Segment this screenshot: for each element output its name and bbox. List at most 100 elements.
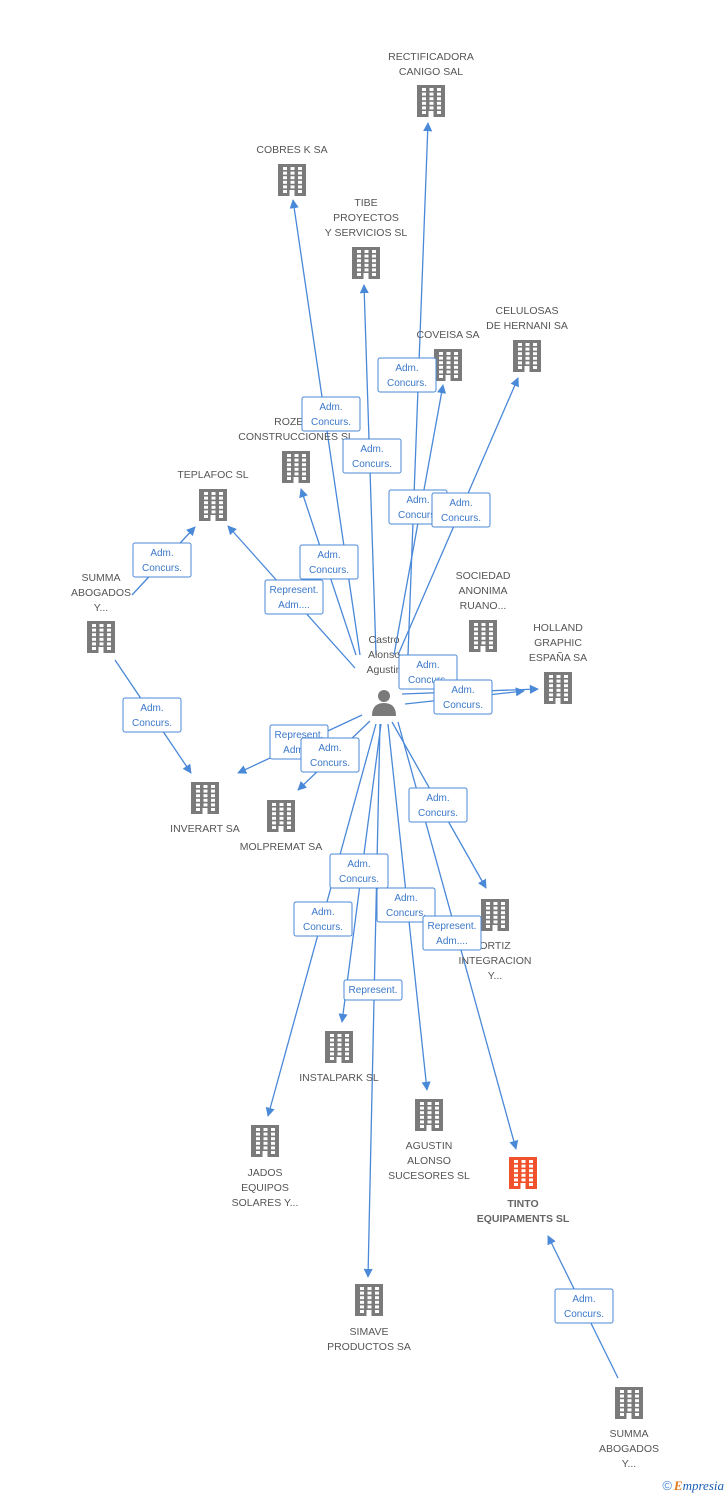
company-node-sociedad[interactable]: SOCIEDADANONIMARUANO...: [456, 570, 511, 652]
edge-role-label[interactable]: Adm.Concurs.: [299, 544, 359, 580]
edge-label-text: Concurs.: [142, 563, 182, 574]
edge-label-box: [329, 853, 389, 889]
company-node-summa2[interactable]: SUMMAABOGADOSY...: [599, 1387, 659, 1470]
edge-role-label[interactable]: Adm.Concurs.: [433, 679, 493, 715]
edge-role-label[interactable]: Adm.Concurs.: [554, 1288, 614, 1324]
company-label-line: COBRES K SA: [256, 144, 327, 156]
building-icon: [417, 85, 445, 117]
building-icon: [191, 782, 219, 814]
building-icon: [87, 621, 115, 653]
company-node-ortiz[interactable]: ORTIZINTEGRACIONY...: [459, 899, 532, 982]
company-node-inverart[interactable]: INVERART SA: [170, 782, 240, 835]
company-label-line: TIBE: [354, 197, 377, 209]
company-label-line: Y...: [488, 970, 502, 982]
building-icon: [434, 349, 462, 381]
edge-role-label[interactable]: Adm.Concurs.: [408, 787, 468, 823]
edge-label-text: Concurs.: [352, 459, 392, 470]
edge-labels-layer: Adm.Concurs.Adm.Concurs.Adm.Concurs.Adm.…: [122, 357, 614, 1324]
edge-label-text: Concurs.: [387, 378, 427, 389]
edge-label-box: [122, 697, 182, 733]
company-label-line: ABOGADOS: [71, 587, 131, 599]
edge-label-text: Concurs.: [408, 675, 448, 686]
company-label-line: SOLARES Y...: [232, 1197, 299, 1209]
building-icon: [325, 1031, 353, 1063]
edge-label-text: Adm....: [436, 936, 468, 947]
edge-label-text: Adm.: [347, 859, 370, 870]
building-icon: [251, 1125, 279, 1157]
company-label-line: MOLPREMAT SA: [240, 841, 322, 853]
company-label-line: AGUSTIN: [406, 1140, 453, 1152]
building-icon: [355, 1284, 383, 1316]
edge-role-label[interactable]: Adm. Concurs.: [132, 542, 192, 578]
edge-role-label[interactable]: Adm.Concurs.: [376, 887, 436, 923]
company-label-line: ESPAÑA SA: [529, 651, 587, 664]
edge-role-label[interactable]: Adm. Concurs.: [300, 737, 360, 773]
edge-role-label[interactable]: Adm.Concurs.: [377, 357, 437, 393]
company-node-instalpark[interactable]: INSTALPARK SL: [299, 1031, 379, 1084]
company-node-summa1[interactable]: SUMMAABOGADOSY...: [71, 572, 131, 653]
company-label-line: SUMMA: [609, 1428, 648, 1440]
copyright-symbol: ©: [662, 1478, 672, 1493]
company-label-line: ORTIZ: [479, 940, 511, 952]
edge-role-label[interactable]: Adm.Concurs.: [431, 492, 491, 528]
company-label-line: INVERART SA: [170, 823, 240, 835]
building-icon: [509, 1157, 537, 1189]
edge-role-label[interactable]: Adm.Concurs.: [293, 901, 353, 937]
company-node-cobres[interactable]: COBRES K SA: [256, 144, 328, 196]
edge-label-text: Concurs.: [303, 922, 343, 933]
edge-label-text: Adm.: [318, 743, 341, 754]
company-label-line: PROYECTOS: [333, 212, 399, 224]
person-icon: [372, 690, 396, 716]
company-node-teplafoc[interactable]: TEPLAFOC SL: [177, 469, 249, 521]
company-label-line: RECTIFICADORA: [388, 51, 474, 63]
building-icon: [267, 800, 295, 832]
edge-label-text: Represent.: [275, 730, 324, 741]
edge-label-text: Adm.: [451, 685, 474, 696]
edge-label-box: [300, 737, 360, 773]
edge-label-text: Adm.: [150, 548, 173, 559]
edge-label-box: [376, 887, 436, 923]
company-node-molpremat[interactable]: MOLPREMAT SA: [240, 800, 322, 853]
edge-label-box: [422, 915, 482, 951]
edge-role-label[interactable]: Adm.Concurs.: [329, 853, 389, 889]
edge-role-label[interactable]: Adm.Concurs.: [301, 396, 361, 432]
edge-label-box: [431, 492, 491, 528]
building-icon: [513, 340, 541, 372]
edge-label-box: [433, 679, 493, 715]
company-label-line: CONSTRUCCIONES SL: [238, 431, 354, 443]
company-node-coveisa[interactable]: COVEISA SA: [416, 329, 480, 381]
building-icon: [481, 899, 509, 931]
edge-label-text: Adm.: [360, 444, 383, 455]
edge-role-label[interactable]: Adm. Concurs.: [342, 438, 402, 474]
edge-role-label[interactable]: Adm.Concurs.: [122, 697, 182, 733]
building-icon: [282, 451, 310, 483]
person-label-line: Alonso: [368, 649, 400, 661]
company-label-line: SOCIEDAD: [456, 570, 511, 582]
edge-label-text: Concurs.: [310, 758, 350, 769]
edge-label-text: Adm.: [319, 402, 342, 413]
company-label-line: ANONIMA: [458, 585, 507, 597]
edge-label-text: Concurs.: [418, 808, 458, 819]
edge-label-box: [408, 787, 468, 823]
company-label-line: PRODUCTOS SA: [327, 1341, 411, 1353]
company-label-line: JADOS: [247, 1167, 282, 1179]
edge-label-text: Adm.: [406, 495, 429, 506]
edge-label-text: Concurs.: [398, 510, 438, 521]
edge-role-label[interactable]: Represent.: [343, 979, 403, 1001]
edge-role-label[interactable]: Represent.Adm....: [264, 579, 324, 615]
edge-label-text: Represent.: [270, 585, 319, 596]
building-icon: [469, 620, 497, 652]
brand-footer: ©Empresia: [662, 1478, 724, 1494]
edge-role-label[interactable]: Represent.Adm....: [422, 915, 482, 951]
